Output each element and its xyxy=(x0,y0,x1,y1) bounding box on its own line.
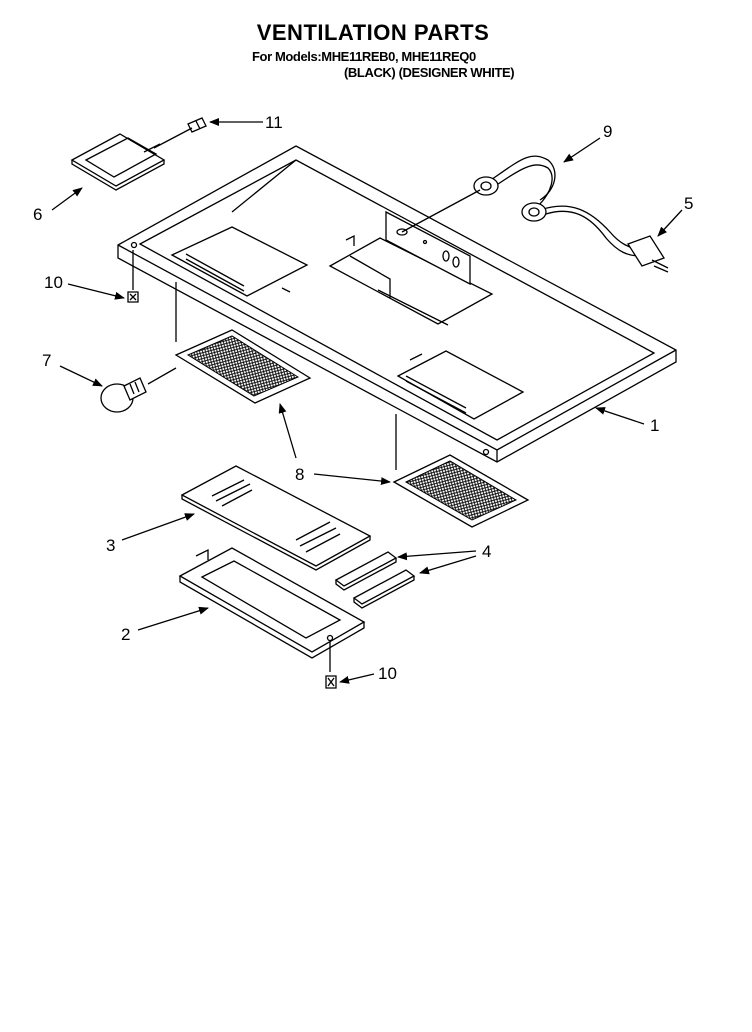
callout-6: 6 xyxy=(33,205,42,224)
glass-lens-part xyxy=(180,465,372,571)
screw-part-11 xyxy=(187,117,207,133)
callout-7: 7 xyxy=(42,351,51,370)
wire-harness-part xyxy=(401,155,641,257)
screw-part-10-upper xyxy=(127,250,139,303)
callout-3: 3 xyxy=(106,536,115,555)
callout-leaders xyxy=(51,118,683,684)
grease-filter-part-right xyxy=(392,454,530,528)
callout-9: 9 xyxy=(603,122,612,141)
mounting-bracket-part xyxy=(70,133,166,191)
connector-part xyxy=(627,235,669,273)
callout-2: 2 xyxy=(121,625,130,644)
callout-10-upper: 10 xyxy=(44,273,63,292)
callout-1: 1 xyxy=(650,416,659,435)
screw-part-10-lower xyxy=(325,675,337,689)
callout-labels: 11 6 9 5 10 7 1 8 3 4 2 10 xyxy=(33,113,693,683)
lamp-cover-part xyxy=(178,547,366,672)
vent-panel-part xyxy=(117,145,677,470)
variants-line: (BLACK) (DESIGNER WHITE) xyxy=(344,65,515,80)
callout-4: 4 xyxy=(482,542,491,561)
diagram-title: VENTILATION PARTS xyxy=(256,20,490,45)
callout-11: 11 xyxy=(265,113,283,132)
filter-strip-parts xyxy=(334,551,416,609)
models-line: For Models:MHE11REB0, MHE11REQ0 xyxy=(252,49,476,64)
light-bulb-part xyxy=(100,367,177,413)
grease-filter-part-left xyxy=(174,329,312,404)
callout-10-lower: 10 xyxy=(378,664,397,683)
callout-5: 5 xyxy=(684,194,693,213)
callout-8: 8 xyxy=(295,465,304,484)
